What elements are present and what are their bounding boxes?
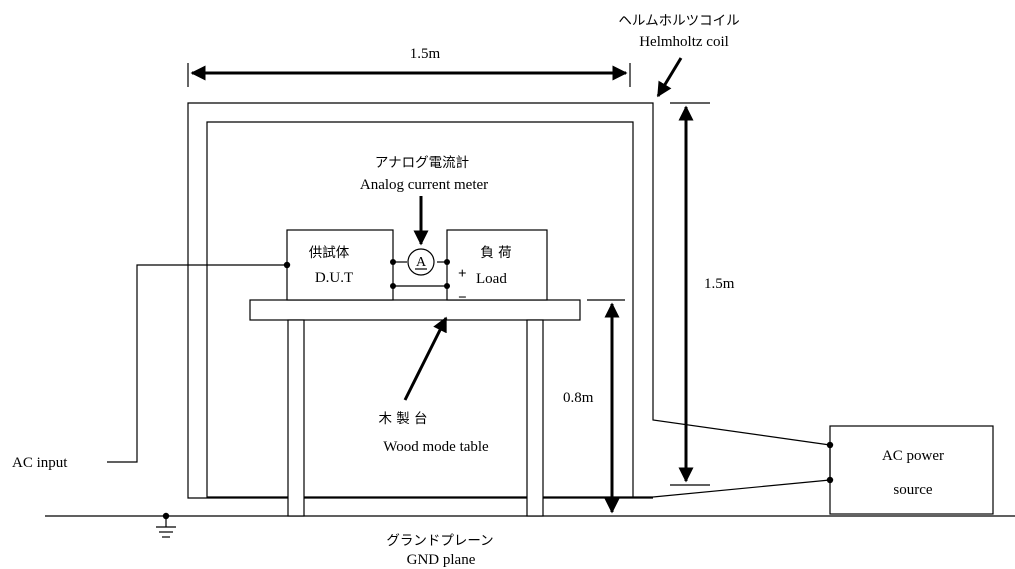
coil-inner-frame: [206, 121, 653, 498]
coil-label-en: Helmholtz coil: [639, 34, 729, 50]
load-minus-sign: −: [458, 290, 467, 306]
ammeter-symbol: [407, 248, 435, 276]
coil-label-jp: ヘルムホルツコイル: [618, 13, 739, 29]
load-label-jp: 負 荷: [480, 245, 511, 261]
coil-return-wire: [652, 479, 831, 498]
height-dim-label: 1.5m: [704, 276, 735, 292]
width-dim-label: 1.5m: [410, 46, 441, 62]
load-plus-sign: +: [458, 266, 467, 282]
table-leg-right: [526, 319, 544, 517]
dut-label-en: D.U.T: [315, 270, 353, 286]
load-box: [446, 229, 548, 301]
ac-power-source-box: [829, 425, 994, 515]
dut-input-terminal: [283, 261, 291, 269]
table-dim-label: 0.8m: [563, 390, 594, 406]
power-terminal-bottom: [826, 476, 834, 484]
gnd-label-en: GND plane: [407, 552, 476, 568]
dut-box: [286, 229, 394, 301]
table-pointer-arrow: [403, 316, 448, 401]
ac-input-label: AC input: [12, 455, 68, 471]
ground-icon: [156, 512, 176, 538]
power-source-label-line1: AC power: [882, 448, 944, 464]
table-label-jp: 木 製 台: [378, 411, 427, 427]
table-leg-left: [287, 319, 305, 517]
coil-pointer-arrow: [656, 57, 683, 98]
meter-terminal-tl: [390, 259, 396, 265]
dut-label-jp: 供試体: [309, 245, 350, 261]
meter-terminal-bl: [390, 283, 396, 289]
meter-label-en: Analog current meter: [360, 177, 488, 193]
meter-terminal-tr: [444, 259, 450, 265]
ac-input-wire: [107, 264, 287, 463]
load-label-en: Load: [476, 271, 507, 287]
meter-label-jp: アナログ電流計: [375, 155, 469, 171]
ammeter-letter: A: [416, 255, 427, 270]
wood-table-top: [249, 299, 581, 321]
gnd-label-jp: グランドプレーン: [386, 533, 493, 549]
power-terminal-top: [826, 441, 834, 449]
meter-terminal-br: [444, 283, 450, 289]
table-label-en: Wood mode table: [383, 439, 489, 455]
power-source-label-line2: source: [893, 482, 932, 498]
